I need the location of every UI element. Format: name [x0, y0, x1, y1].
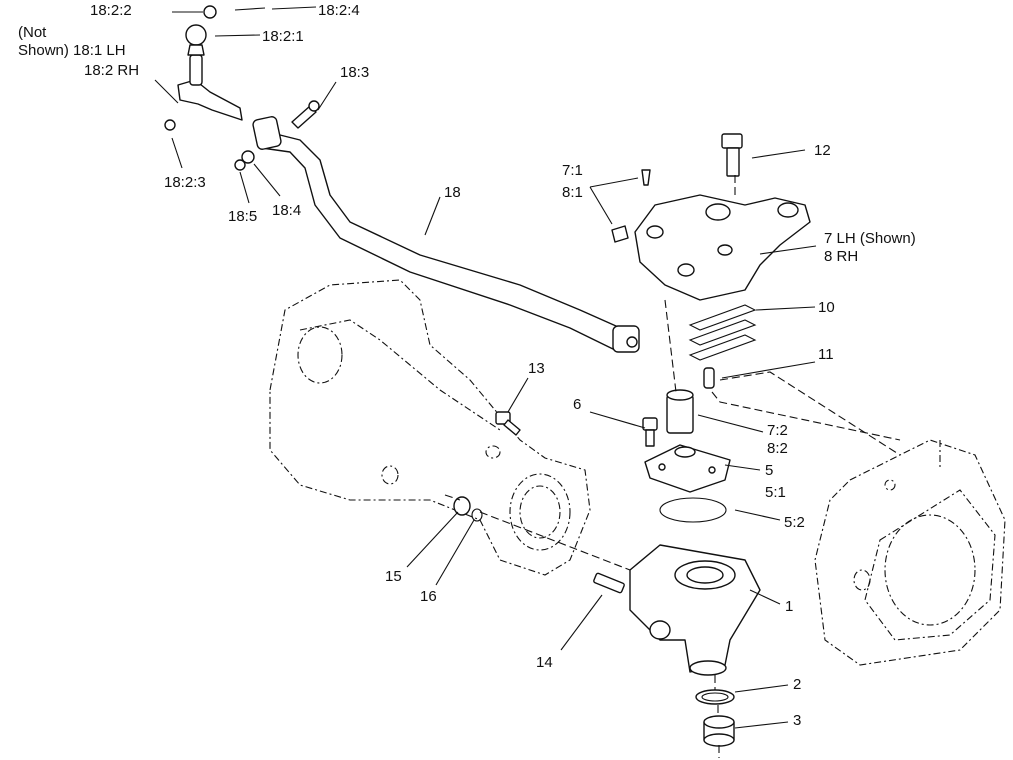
callout-18-1-lh: Shown) 18:1 LH	[18, 42, 126, 59]
callout-5: 5	[765, 462, 774, 479]
bushing-3	[703, 715, 735, 747]
callout-12: 12	[814, 142, 831, 159]
pin-11	[703, 367, 715, 389]
steering-knuckle-1	[629, 544, 761, 676]
callout-6: 6	[573, 396, 582, 413]
callout-16: 16	[420, 588, 437, 605]
bushing-7-2	[666, 389, 694, 434]
bolt-6	[642, 417, 658, 447]
callout-11: 11	[818, 346, 834, 363]
callout-18-2-1: 18:2:1	[262, 28, 304, 45]
callout-1: 1	[785, 598, 794, 615]
callout-13: 13	[528, 360, 545, 377]
left-axle-housing	[269, 279, 591, 576]
callout-15: 15	[385, 568, 402, 585]
bolt-12	[721, 133, 743, 177]
callout-7-lh: 7 LH (Shown)	[824, 230, 916, 247]
callout-18-2-2: 18:2:2	[90, 2, 132, 19]
leader-lines	[154, 6, 817, 729]
tie-rod-end-18-2	[164, 5, 266, 131]
callout-18-5: 18:5	[228, 208, 258, 225]
steering-arm-7	[611, 169, 811, 301]
callout-18-2-4: 18:2:4	[318, 2, 360, 19]
nut-15-washer-16	[453, 496, 483, 522]
callout-7-1: 7:1	[562, 162, 583, 179]
callout-not: (Not	[18, 24, 47, 41]
o-ring-5-2	[659, 497, 727, 523]
callout-18-4: 18:4	[272, 202, 302, 219]
cap-5	[644, 444, 731, 493]
callout-2: 2	[793, 676, 802, 693]
callout-3: 3	[793, 712, 802, 729]
bolt-18-3	[234, 100, 320, 171]
callout-8-2: 8:2	[767, 440, 788, 457]
stud-14	[593, 572, 625, 594]
callout-18-3: 18:3	[340, 64, 370, 81]
callout-10: 10	[818, 299, 835, 316]
right-hub-housing	[814, 439, 1006, 666]
tie-rod-18	[252, 116, 640, 353]
bushing-2	[695, 689, 735, 705]
callout-18-2-rh: 18:2 RH	[84, 62, 140, 79]
callout-14: 14	[536, 654, 553, 671]
bolt-13	[495, 411, 521, 436]
callout-18-2-3: 18:2:3	[164, 174, 206, 191]
callout-8-rh: 8 RH	[824, 248, 859, 265]
shims-10	[688, 304, 757, 361]
callout-7-2: 7:2	[767, 422, 788, 439]
callout-8-1: 8:1	[562, 184, 583, 201]
assembly-center-lines	[444, 175, 901, 758]
callout-5-2: 5:2	[784, 514, 805, 531]
callout-18: 18	[444, 184, 461, 201]
callout-5-1: 5:1	[765, 484, 786, 501]
